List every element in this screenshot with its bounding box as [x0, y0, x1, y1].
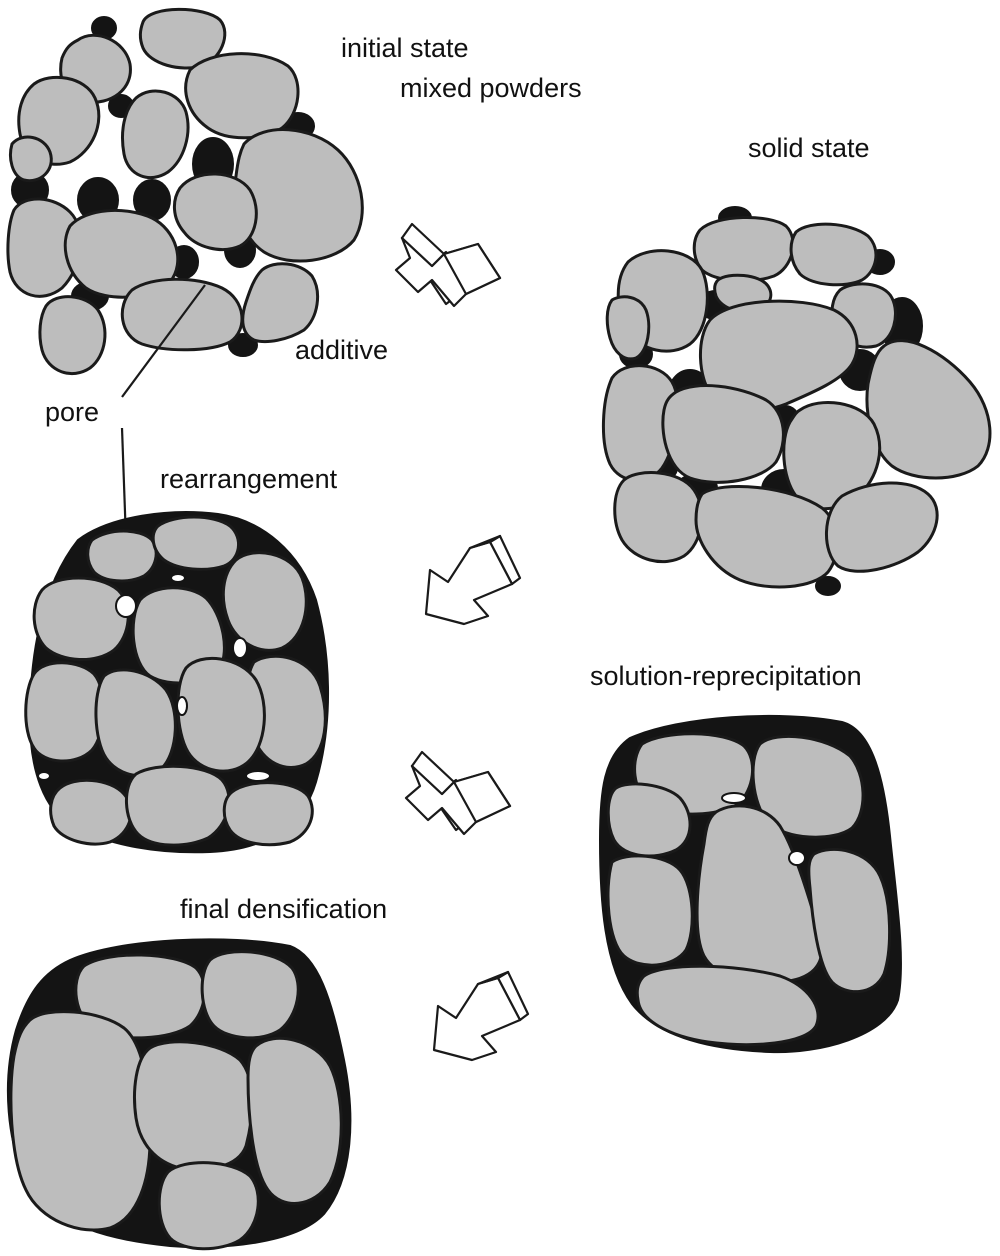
stage-solution-reprecipitation	[599, 714, 902, 1054]
rearrangement-pores	[37, 573, 271, 782]
arrow-right-down-icon	[404, 750, 512, 836]
arrow-right-down-icon	[394, 222, 502, 308]
arrow-left-down-icon	[424, 534, 522, 626]
label-rearrangement: rearrangement	[160, 464, 338, 494]
reprecipitation-grains	[606, 732, 892, 1047]
label-initial-state: initial state	[341, 33, 469, 63]
pore-leader-line-upper	[121, 284, 206, 398]
solid-state-grains	[602, 216, 992, 589]
powder-grains	[6, 7, 364, 376]
stage-rearrangement	[24, 511, 329, 854]
label-additive: additive	[295, 335, 388, 365]
stage-final-densification	[6, 938, 352, 1251]
label-solid-state: solid state	[748, 133, 870, 163]
label-solution-reprecipitation: solution-reprecipitation	[590, 661, 862, 691]
rearrangement-grains	[24, 515, 327, 847]
final-grains	[9, 950, 343, 1251]
stage-initial-mixed-powders	[6, 7, 364, 376]
label-mixed-powders: mixed powders	[400, 73, 582, 103]
arrow-left-down-icon	[432, 970, 530, 1062]
label-pore: pore	[45, 397, 99, 427]
label-final-densification: final densification	[180, 894, 387, 924]
reprecipitation-pores	[721, 792, 806, 866]
stage-solid-state	[602, 206, 992, 596]
